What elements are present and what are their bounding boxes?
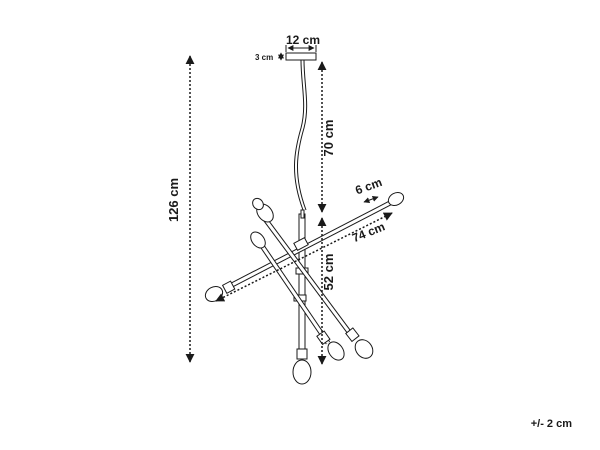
canopy-width-dimension: 12 cm	[285, 33, 320, 52]
total-height-dimension: 126 cm	[166, 55, 195, 363]
socket-length-dimension: 6 cm	[353, 175, 384, 204]
diagonal-arm-a	[259, 213, 355, 338]
canopy-height-dimension: 3 cm	[255, 52, 284, 62]
suspension-cable	[294, 59, 308, 211]
body-height-dimension: 52 cm	[317, 217, 336, 365]
bulb-upper-left	[252, 197, 274, 223]
socket-length-label: 6 cm	[353, 175, 383, 198]
total-height-label: 126 cm	[166, 178, 181, 222]
central-stem	[293, 209, 309, 355]
body-height-label: 52 cm	[321, 254, 336, 291]
canopy	[285, 52, 317, 61]
canopy-width-label: 12 cm	[286, 33, 320, 47]
bulb-bottom	[292, 348, 312, 385]
cable-length-label: 70 cm	[321, 120, 336, 157]
bulb-upper-right	[387, 192, 405, 206]
cable-length-dimension: 70 cm	[317, 61, 336, 213]
bulb-left	[204, 280, 236, 302]
bulb-lower-right	[345, 327, 374, 359]
tolerance-note: +/- 2 cm	[530, 418, 572, 430]
canopy-height-label: 3 cm	[255, 53, 273, 62]
